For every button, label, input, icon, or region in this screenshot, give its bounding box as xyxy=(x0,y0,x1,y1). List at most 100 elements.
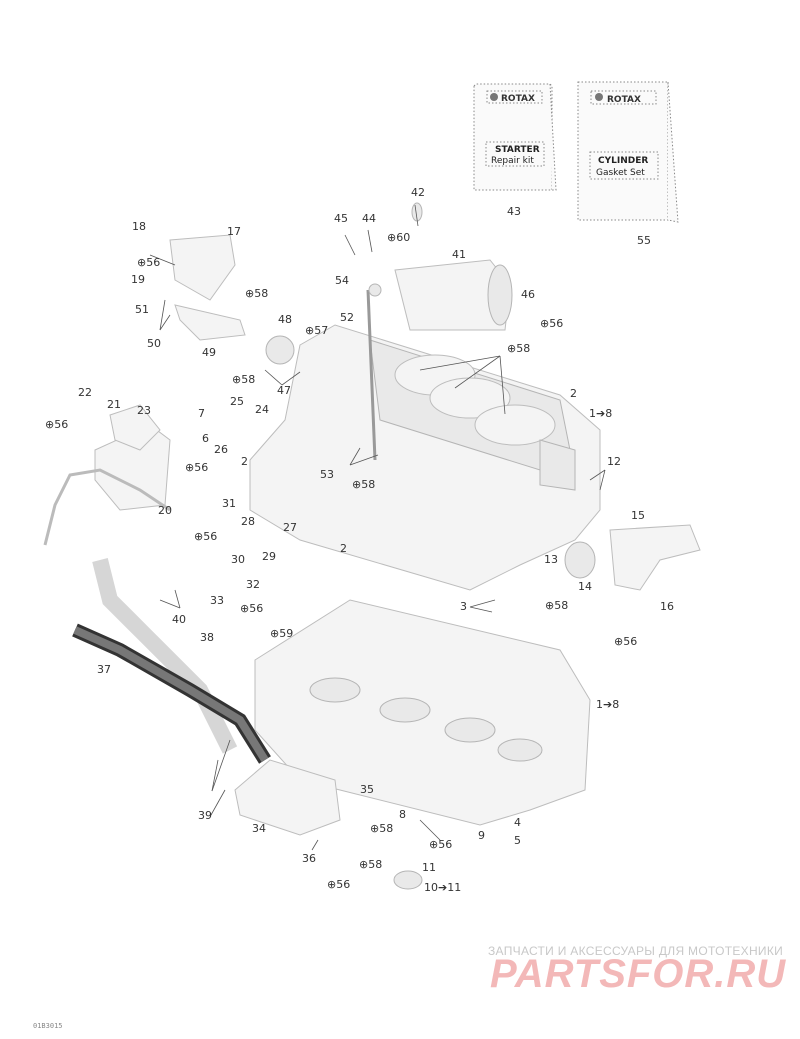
cylinder-kit-brand: ROTAX xyxy=(607,95,641,105)
bracket-15 xyxy=(609,524,701,591)
callout-8: 8 xyxy=(399,808,406,821)
cylinder-kit-subtitle: Gasket Set xyxy=(596,168,645,178)
callout-28: 28 xyxy=(241,515,255,528)
callout-12: 12 xyxy=(607,455,621,468)
callout-39: 39 xyxy=(198,809,212,822)
callout-19: 19 xyxy=(131,273,145,286)
cylinder-gasket-kit: ROTAX CYLINDER Gasket Set xyxy=(577,81,679,223)
callout-3: 3 xyxy=(460,600,467,613)
symbol-56-i: ⊕56 xyxy=(327,878,350,891)
symbol-56-a: ⊕56 xyxy=(137,256,160,269)
callout-38: 38 xyxy=(200,631,214,644)
callout-10-11: 10➔11 xyxy=(424,881,461,894)
callout-5: 5 xyxy=(514,834,521,847)
shaft-49 xyxy=(174,304,246,341)
callout-53: 53 xyxy=(320,468,334,481)
callout-14: 14 xyxy=(578,580,592,593)
starter-kit-brand: ROTAX xyxy=(501,94,535,104)
symbol-56-c: ⊕56 xyxy=(45,418,68,431)
callout-45: 45 xyxy=(334,212,348,225)
callout-37: 37 xyxy=(97,663,111,676)
symbol-59: ⊕59 xyxy=(270,627,293,640)
bracket-17 xyxy=(169,234,236,301)
symbol-58-g: ⊕58 xyxy=(359,858,382,871)
crankcase-lower xyxy=(254,599,591,826)
dipstick-52 xyxy=(366,289,377,461)
symbol-60: ⊕60 xyxy=(387,231,410,244)
callout-30: 30 xyxy=(231,553,245,566)
wire-harness-20 xyxy=(43,468,171,546)
callout-24: 24 xyxy=(255,403,269,416)
watermark-tagline: ЗАПЧАСТИ И АКСЕССУАРЫ ДЛЯ МОТОТЕХНИКИ xyxy=(488,944,784,958)
callout-9: 9 xyxy=(478,829,485,842)
callout-49: 49 xyxy=(202,346,216,359)
drawing-code: 01B3015 xyxy=(33,1022,63,1030)
symbol-58-d: ⊕58 xyxy=(352,478,375,491)
callout-51: 51 xyxy=(135,303,149,316)
callout-16: 16 xyxy=(660,600,674,613)
callout-47: 47 xyxy=(277,384,291,397)
callout-4: 4 xyxy=(514,816,521,829)
callout-42: 42 xyxy=(411,186,425,199)
callout-36: 36 xyxy=(302,852,316,865)
cylinder-kit-title: CYLINDER xyxy=(598,156,648,166)
callout-23: 23 xyxy=(137,404,151,417)
leader-lines xyxy=(149,204,606,851)
symbol-58-f: ⊕58 xyxy=(370,822,393,835)
callout-27: 27 xyxy=(283,521,297,534)
symbol-56-d: ⊕56 xyxy=(185,461,208,474)
crankcase-upper xyxy=(249,324,601,591)
callout-22: 22 xyxy=(78,386,92,399)
symbol-58-c: ⊕58 xyxy=(232,373,255,386)
starter-repair-kit: ROTAX STARTER Repair kit xyxy=(473,83,557,191)
symbol-56-g: ⊕56 xyxy=(614,635,637,648)
callout-17: 17 xyxy=(227,225,241,238)
callout-35: 35 xyxy=(360,783,374,796)
callout-55: 55 xyxy=(637,234,651,247)
symbol-58-e: ⊕58 xyxy=(545,599,568,612)
starter-kit-title: STARTER xyxy=(495,145,540,155)
callout-41: 41 xyxy=(452,248,466,261)
callout-20: 20 xyxy=(158,504,172,517)
symbol-57: ⊕57 xyxy=(305,324,328,337)
gear-48 xyxy=(265,335,295,365)
oil-filter-34 xyxy=(234,759,341,836)
callout-54: 54 xyxy=(335,274,349,287)
callout-34: 34 xyxy=(252,822,266,835)
symbol-58-a: ⊕58 xyxy=(245,287,268,300)
callout-52: 52 xyxy=(340,311,354,324)
callout-6: 6 xyxy=(202,432,209,445)
callout-33: 33 xyxy=(210,594,224,607)
callout-2b: 2 xyxy=(241,455,248,468)
pulley-14 xyxy=(564,541,596,579)
callout-40: 40 xyxy=(172,613,186,626)
callout-7: 7 xyxy=(198,407,205,420)
callout-1-8-lower: 1➔8 xyxy=(596,698,619,711)
callout-25: 25 xyxy=(230,395,244,408)
symbol-56-b: ⊕56 xyxy=(540,317,563,330)
callouts: 1➔8 1➔8 2 2 2 3 4 5 6 7 8 9 10➔11 11 12 … xyxy=(45,186,674,894)
callout-1-8: 1➔8 xyxy=(589,407,612,420)
starter-motor xyxy=(394,259,513,331)
callout-32: 32 xyxy=(246,578,260,591)
callout-2: 2 xyxy=(570,387,577,400)
callout-44: 44 xyxy=(362,212,376,225)
callout-29: 29 xyxy=(262,550,276,563)
callout-50: 50 xyxy=(147,337,161,350)
plug-10 xyxy=(393,870,423,890)
callout-2c: 2 xyxy=(340,542,347,555)
watermark-logo: PARTSFOR.RU xyxy=(490,952,787,996)
cover-23 xyxy=(109,404,161,451)
callout-18: 18 xyxy=(132,220,146,233)
callout-11: 11 xyxy=(422,861,436,874)
callout-43: 43 xyxy=(507,205,521,218)
callout-31: 31 xyxy=(222,497,236,510)
callout-46: 46 xyxy=(521,288,535,301)
callout-15: 15 xyxy=(631,509,645,522)
symbol-58-b: ⊕58 xyxy=(507,342,530,355)
callout-26: 26 xyxy=(214,443,228,456)
starter-kit-subtitle: Repair kit xyxy=(491,156,534,166)
symbol-56-h: ⊕56 xyxy=(429,838,452,851)
